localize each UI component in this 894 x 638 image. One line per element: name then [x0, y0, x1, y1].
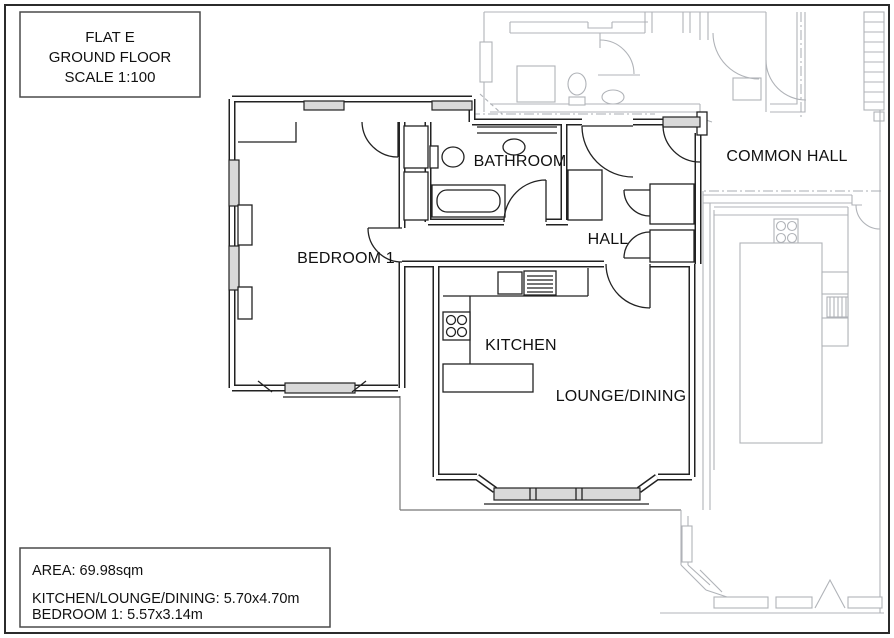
- label-hall: HALL: [588, 231, 629, 248]
- title-floor: GROUND FLOOR: [49, 49, 172, 66]
- label-common-hall: COMMON HALL: [726, 148, 847, 165]
- neighbor-toilet: [567, 72, 587, 96]
- toilet-cistern: [429, 145, 439, 169]
- label-bedroom-1: BEDROOM 1: [297, 250, 395, 267]
- info-kitchen-lounge-dining: KITCHEN/LOUNGE/DINING: 5.70x4.70m: [32, 591, 300, 607]
- title-box: FLAT E GROUND FLOOR SCALE 1:100: [19, 11, 201, 98]
- lounge-bay-window: [493, 487, 641, 501]
- room-labels: BATHROOM COMMON HALL HALL BEDROOM 1 KITC…: [297, 148, 847, 405]
- bathroom-door-arc: [503, 179, 547, 223]
- entrance-door-arc: [662, 124, 701, 163]
- bedroom-closet: [403, 171, 429, 221]
- flat-e-interior: [237, 121, 701, 393]
- label-bathroom: BATHROOM: [474, 153, 567, 170]
- neighbor-bay-window: [399, 396, 884, 614]
- cupboard-door-arc: [623, 231, 651, 259]
- label-lounge-dining: LOUNGE/DINING: [556, 388, 687, 405]
- kitchen-peninsula: [442, 363, 534, 393]
- bedroom-window-left-2: [228, 245, 240, 291]
- label-kitchen: KITCHEN: [485, 337, 557, 354]
- staircase: [863, 11, 885, 111]
- stairwell: [770, 11, 885, 613]
- lobby-door-arc: [581, 125, 634, 178]
- entrance-sill: [662, 116, 701, 128]
- bedroom-window-bottom: [284, 382, 356, 394]
- flat-e-walls: [228, 95, 708, 493]
- bedroom-door-arc: [367, 227, 403, 263]
- bathtub-inner: [436, 189, 501, 213]
- kitchen-drainer: [523, 270, 557, 296]
- bathroom-sink: [502, 138, 526, 156]
- neighbor-flat-right: [702, 194, 881, 510]
- kitchen-hob: [442, 311, 471, 341]
- neighbor-island: [739, 242, 823, 444]
- wall-pier: [237, 286, 253, 320]
- bedroom-window-top-2: [431, 100, 473, 111]
- closet-door-arc: [361, 121, 399, 158]
- hall-closet: [567, 169, 603, 221]
- info-area: AREA: 69.98sqm: [32, 563, 143, 579]
- neighbor-sink: [601, 89, 625, 105]
- kitchen-sink: [497, 271, 523, 295]
- title-flat: FLAT E: [85, 29, 134, 46]
- hall-cupboard: [649, 183, 695, 225]
- bathroom-shelf: [477, 126, 557, 134]
- neighbor-flat-top: [479, 11, 807, 123]
- bedroom-window-left-1: [228, 159, 240, 207]
- wall-pier: [237, 204, 253, 246]
- cupboard-door-arc: [623, 189, 651, 217]
- bedroom-window-top-1: [303, 100, 345, 111]
- flat-e-windows: [228, 100, 701, 505]
- neighbor-shower: [516, 65, 556, 103]
- bedroom-closet: [403, 125, 429, 169]
- hall-cupboard: [649, 229, 695, 263]
- toilet: [441, 146, 465, 168]
- info-bedroom-1: BEDROOM 1: 5.57x3.14m: [32, 607, 203, 623]
- info-box: AREA: 69.98sqm KITCHEN/LOUNGE/DINING: 5.…: [19, 547, 331, 628]
- lounge-door-arc: [605, 263, 651, 309]
- title-scale: SCALE 1:100: [65, 69, 156, 86]
